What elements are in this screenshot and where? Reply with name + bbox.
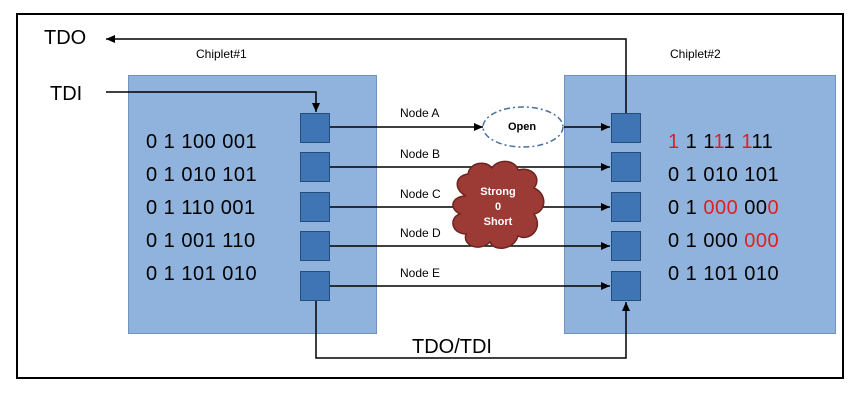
chiplet-1-box xyxy=(128,75,377,334)
chiplet-2-scan-cell xyxy=(611,192,641,222)
chiplet-1-row: 0 1 010 101 xyxy=(146,164,258,186)
bit-segment: 0 1 101 010 xyxy=(668,263,780,285)
chiplet-1-scan-cell xyxy=(300,231,330,261)
node-label: Node A xyxy=(400,106,440,120)
bit-segment: 0 1 xyxy=(668,197,704,219)
short-label-line: 0 xyxy=(494,201,502,213)
bit-segment: 0 1 000 xyxy=(668,230,745,252)
chiplet-1-title: Chiplet#1 xyxy=(196,47,247,61)
chiplet-2-row: 1 1 111 111 xyxy=(668,131,773,154)
tdo-label: TDO xyxy=(44,27,87,49)
chiplet-1-row: 0 1 101 010 xyxy=(146,263,258,285)
chiplet-1-scan-cell xyxy=(300,113,330,143)
tdo-wire xyxy=(106,35,627,113)
short-label-line: Strong xyxy=(480,186,516,198)
open-ellipse xyxy=(482,106,564,148)
open-label: Open xyxy=(508,121,537,133)
flipped-bit: 0 xyxy=(767,197,780,219)
tdo-tdi-label: TDO/TDI xyxy=(412,336,492,358)
chiplet-1-row: 0 1 110 001 xyxy=(146,197,256,219)
flipped-bit: 1 xyxy=(741,131,752,153)
tdi-wire xyxy=(106,91,320,112)
diagram-frame xyxy=(16,13,844,379)
chiplet-2-row: 0 1 000 000 xyxy=(668,197,779,220)
chiplet-2-row: 0 1 000 000 xyxy=(668,230,779,253)
flipped-bit: 000 xyxy=(744,230,780,252)
tdi-label: TDI xyxy=(50,83,83,105)
flipped-bit: 1 xyxy=(668,131,680,153)
chiplet-2-scan-cell xyxy=(611,152,641,182)
node-label: Node C xyxy=(400,187,441,201)
tdo-tdi-wire xyxy=(315,301,630,359)
bit-segment: 00 xyxy=(738,197,768,219)
bit-segment: 0 1 010 101 xyxy=(668,164,780,186)
flipped-bit: 1 xyxy=(713,131,724,153)
chiplet-1-scan-cell xyxy=(300,271,330,301)
chiplet-1-scan-cell xyxy=(300,152,330,182)
bit-segment: 11 xyxy=(751,131,774,153)
chiplet-2-scan-cell xyxy=(611,113,641,143)
chiplet-2-row: 0 1 101 010 xyxy=(668,263,779,286)
node-label: Node B xyxy=(400,147,441,161)
bit-segment: 1 xyxy=(723,131,742,153)
chiplet-2-scan-cell xyxy=(611,271,641,301)
chiplet-1-scan-cell xyxy=(300,192,330,222)
short-label-line: Short xyxy=(483,216,513,228)
node-label: Node D xyxy=(400,226,441,240)
flipped-bit: 000 xyxy=(703,197,739,219)
node-label: Node E xyxy=(400,266,441,280)
chiplet-1-row: 0 1 001 110 xyxy=(146,230,256,252)
chiplet-1-row: 0 1 100 001 xyxy=(146,131,258,153)
chiplet-2-row: 0 1 010 101 xyxy=(668,164,779,187)
chiplet-2-scan-cell xyxy=(611,231,641,261)
chiplet-2-title: Chiplet#2 xyxy=(670,47,721,61)
short-cloud xyxy=(452,160,545,249)
bit-segment: 1 1 xyxy=(679,131,714,153)
